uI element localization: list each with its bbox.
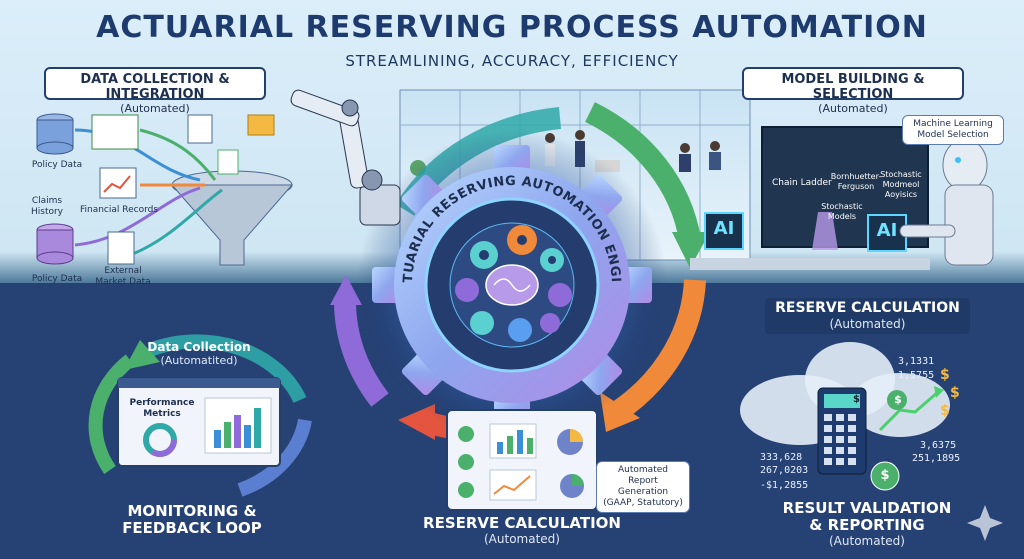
reserve-calculation-bottom-status: (Automated) [484,532,560,546]
stochastic-analysis-label: Stochastic Modmeol Aoyisics [880,170,922,199]
figure-value: 251,1895 [912,453,961,464]
claims-history-label: Claims History [30,196,64,217]
automation-engine-gear [357,130,667,440]
monitoring-inner-title: Data Collection (Automatited) [147,340,251,367]
report-generation-bubble: Automated Report Generation (GAAP, Statu… [596,461,690,513]
data-collection-box: DATA COLLECTION & INTEGRATION (Automated… [44,67,266,115]
figure-value: 333,628 [760,452,803,463]
model-building-heading: MODEL BUILDING & SELECTION [781,72,925,102]
spreadsheet-icon [91,114,139,150]
financial-records-label: Financial Records [79,205,159,215]
model-screen [690,126,930,270]
page-subtitle: STREAMLINING, ACCURACY, EFFICIENCY [345,52,679,70]
ml-model-selection-bubble: Machine Learning Model Selection [902,115,1004,145]
engine-label-svg: ACTUARIAL RESERVING AUTOMATION ENGINE [362,135,623,283]
calculator-display: $ [853,394,860,405]
reserve-calculation-upper: RESERVE CALCULATION (Automated) [765,298,970,334]
sparkle-icon [967,505,1003,541]
dollar-coin-icon: $ [894,393,902,406]
reserve-calculation-bottom: RESERVE CALCULATION (Automated) [412,514,632,547]
svg-text:ACTUARIAL RESERVING AUTOMATION: ACTUARIAL RESERVING AUTOMATION ENGINE [362,135,623,283]
page-title: ACTUARIAL RESERVING PROCESS AUTOMATION [96,10,928,45]
chart-document-icon [99,167,137,199]
data-flow-lines [74,128,223,257]
performance-metrics-label: Performance Metrics [129,398,195,419]
model-building-box: MODEL BUILDING & SELECTION (Automated) [742,67,964,115]
engine-label: ACTUARIAL RESERVING AUTOMATION ENGINE [362,135,622,283]
chain-ladder-label: Chain Ladder [772,178,832,188]
reserve-report-board [446,409,598,511]
database-icon [36,113,74,155]
reserve-calculation-upper-heading: RESERVE CALCULATION [775,300,960,316]
report-icon [187,114,213,144]
result-validation-label: RESULT VALIDATION & REPORTING (Automated… [782,499,952,549]
ai-chip-icon: AI [713,218,735,239]
policy-data-label: Policy Data [31,274,83,284]
figure-value: 267,0203 [760,465,809,476]
data-collection-heading: DATA COLLECTION & INTEGRATION [80,72,230,102]
monitoring-loop-arrows [88,334,312,497]
ai-chip-icon: AI [876,220,898,241]
bornhuetter-ferguson-label: Bornhuetter- Ferguson [830,172,882,191]
external-market-data-label: External Market Data [95,266,151,287]
reserve-calculation-upper-status: (Automated) [829,317,906,331]
monitoring-feedback-label: MONITORING & FEEDBACK LOOP [122,502,262,537]
folder-icon [247,114,275,136]
dollar-coin-icon: $ [880,468,890,483]
humanoid-robot [899,138,994,266]
figure-value: 3,6375 [920,440,957,451]
policy-data-label: Policy Data [31,160,83,170]
pie-document-icon [107,231,135,265]
document-icon [217,149,239,175]
figure-value: 1,5755 [898,370,935,381]
robot-arm [290,89,401,226]
performance-dashboard [117,377,281,467]
dollar-signs-decor: $ $ $ [940,367,960,419]
stochastic-models-label: Stochastic Models [821,202,863,221]
model-building-status: (Automated) [818,102,888,115]
cloud-calculator [740,342,950,491]
figure-value: -$1,2855 [760,480,809,491]
database-icon [36,223,74,265]
data-collection-status: (Automated) [120,102,190,115]
reserve-calculation-bottom-heading: RESERVE CALCULATION [423,514,621,532]
figure-value: 3,1331 [898,356,935,367]
